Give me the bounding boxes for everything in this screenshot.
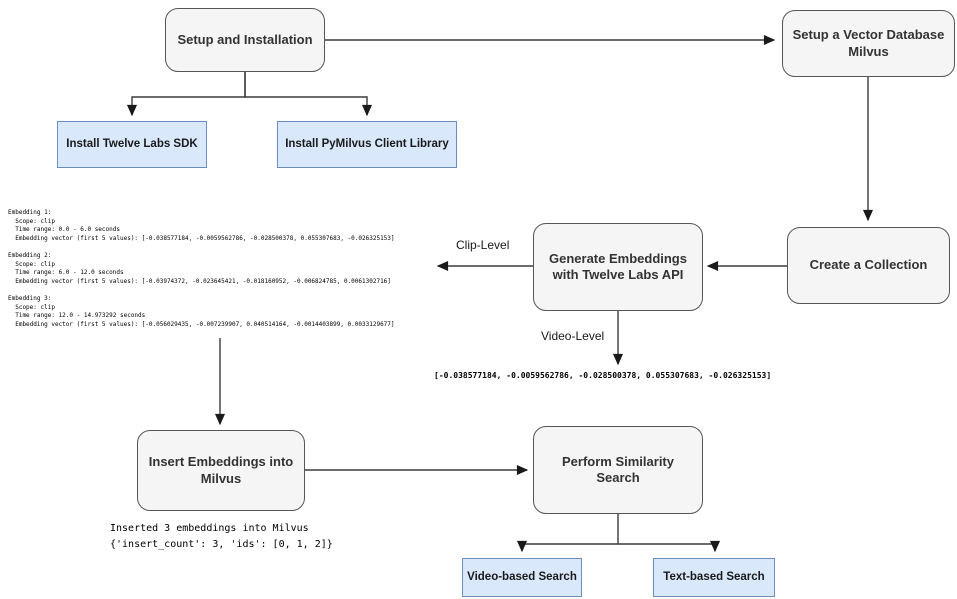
node-text-based-search: Text-based Search bbox=[653, 558, 775, 597]
node-label: Install Twelve Labs SDK bbox=[66, 138, 198, 151]
node-install-twelve-labs-sdk: Install Twelve Labs SDK bbox=[57, 121, 207, 168]
node-label: Setup a Vector Database Milvus bbox=[792, 27, 945, 59]
insert-result-output: Inserted 3 embeddings into Milvus {'inse… bbox=[110, 523, 333, 550]
node-video-based-search: Video-based Search bbox=[462, 558, 582, 597]
video-embedding-vector-output: [-0.038577184, -0.0059562786, -0.0285003… bbox=[434, 371, 772, 380]
node-label: Perform Similarity Search bbox=[562, 453, 674, 485]
edge-label-clip-level: Clip-Level bbox=[456, 238, 510, 252]
node-label: Insert Embeddings into Milvus bbox=[148, 454, 294, 486]
node-label: Create a Collection bbox=[809, 257, 928, 273]
node-install-pymilvus-client-library: Install PyMilvus Client Library bbox=[277, 121, 457, 168]
edge-setup-to-install-pymilvus bbox=[244, 72, 373, 117]
edge-search-to-video-search bbox=[516, 514, 619, 553]
clip-embeddings-output: Embedding 1: Scope: clip Time range: 0.0… bbox=[8, 209, 395, 328]
node-label: Video-based Search bbox=[467, 571, 577, 584]
node-create-a-collection: Create a Collection bbox=[787, 227, 950, 304]
node-perform-similarity-search: Perform Similarity Search bbox=[533, 426, 703, 514]
node-setup-and-installation: Setup and Installation bbox=[165, 8, 325, 72]
edge-setup-to-install-sdk bbox=[126, 72, 246, 117]
node-label: Install PyMilvus Client Library bbox=[285, 138, 449, 151]
node-label: Setup and Installation bbox=[177, 31, 313, 47]
node-label: Text-based Search bbox=[663, 571, 765, 584]
node-insert-embeddings-into-milvus: Insert Embeddings into Milvus bbox=[137, 430, 305, 511]
edge-label-video-level: Video-Level bbox=[541, 329, 605, 343]
node-setup-vector-database-milvus: Setup a Vector Database Milvus bbox=[782, 10, 955, 77]
edge-search-to-text-search bbox=[618, 540, 721, 553]
node-label: Generate Embeddings with Twelve Labs API bbox=[549, 250, 687, 282]
node-generate-embeddings: Generate Embeddings with Twelve Labs API bbox=[533, 223, 703, 311]
